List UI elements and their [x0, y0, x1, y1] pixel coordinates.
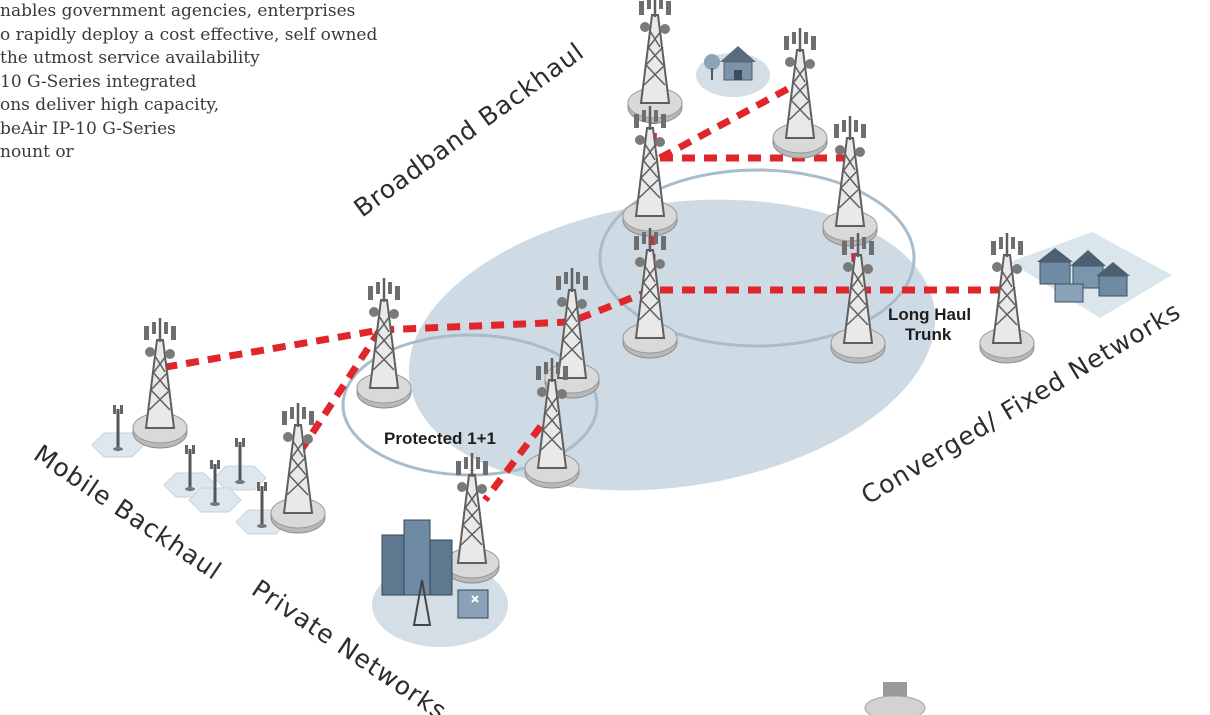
label-broadband-backhaul: Broadband Backhaul	[348, 37, 589, 223]
label-mobile-backhaul: Mobile Backhaul	[29, 439, 227, 586]
label-trunk: Trunk	[905, 325, 952, 344]
tower-icon	[626, 0, 684, 125]
intro-line: o rapidly deploy a cost effective, self …	[0, 24, 378, 45]
label-protected: Protected 1+1	[384, 429, 496, 448]
device-partial	[864, 682, 926, 715]
coverage-ring-top	[598, 168, 916, 348]
intro-line: beAir IP-10 G-Series	[0, 118, 176, 139]
intro-line: ons deliver high capacity,	[0, 95, 220, 115]
intro-line: the utmost service availability	[0, 48, 260, 68]
intro-paragraph: nables government agencies, enterprises …	[0, 0, 377, 165]
tower-icon	[443, 451, 501, 585]
tower-icon	[355, 276, 413, 410]
office-buildings-icon	[1037, 248, 1130, 303]
office-buildings-icon	[381, 519, 489, 626]
intro-line: nables government agencies, enterprises	[0, 1, 356, 21]
intro-line: nount or	[0, 142, 74, 162]
tower-icon	[131, 316, 189, 450]
intro-line: 10 G-Series integrated	[0, 71, 197, 92]
tower-icon	[621, 104, 679, 238]
tower-icon	[978, 231, 1036, 365]
house-icon	[704, 46, 756, 81]
label-long-haul: Long Haul	[888, 305, 971, 324]
